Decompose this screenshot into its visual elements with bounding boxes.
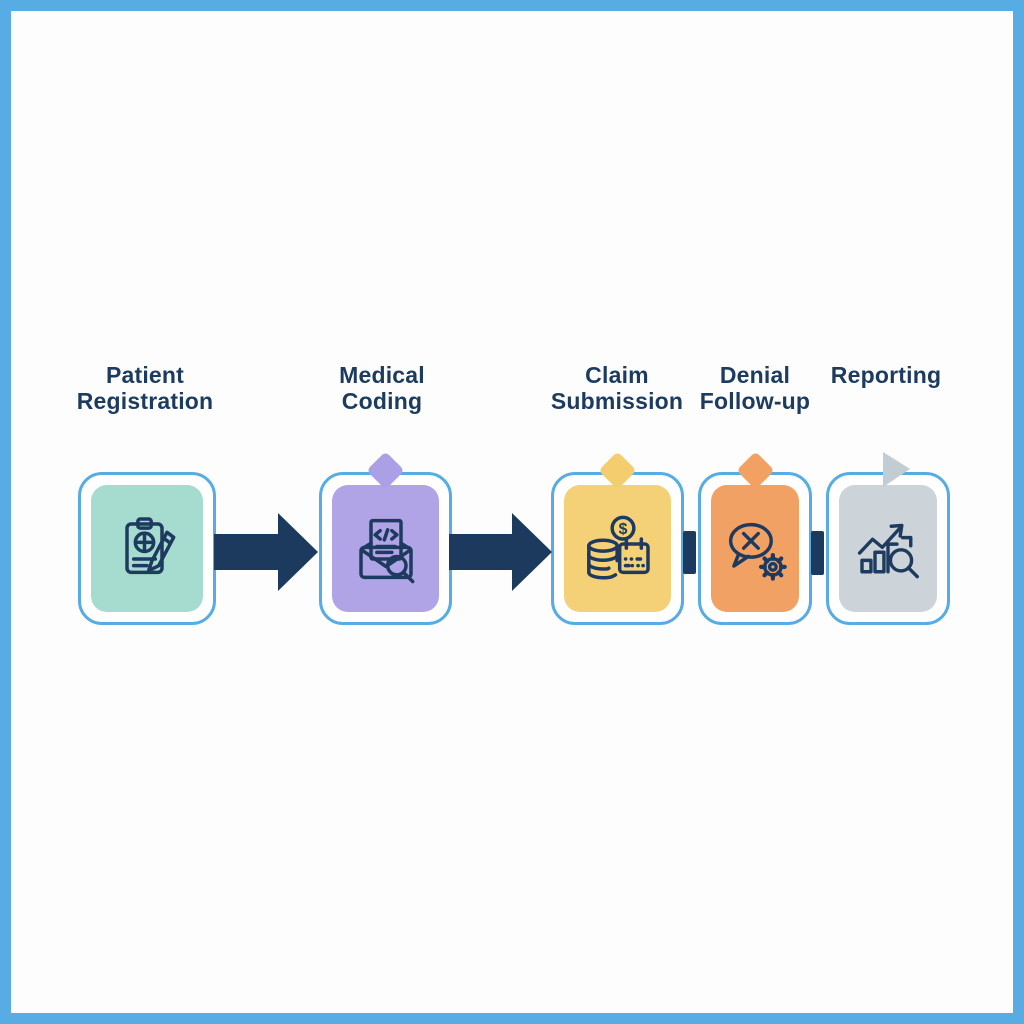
flow-arrow-1-icon	[214, 513, 318, 591]
label-line: Follow-up	[699, 388, 811, 414]
label-line: Patient	[105, 362, 185, 388]
stage-tile	[91, 485, 203, 612]
label-medical-coding: Medical Coding	[262, 362, 502, 414]
label-line: Coding	[341, 388, 423, 414]
label-line: Registration	[76, 388, 214, 414]
stage-tile	[332, 485, 439, 612]
stage-patient-registration	[78, 452, 216, 625]
stage-box	[319, 472, 452, 625]
envelope-code-magnifier-icon	[358, 518, 414, 583]
stage-box: $	[551, 472, 684, 625]
label-line: Medical	[339, 362, 425, 388]
clipboard-medical-pencil-icon	[125, 516, 176, 574]
flow-bar-connector-1	[683, 531, 696, 574]
stage-box	[78, 472, 216, 625]
stage-tile: $	[564, 485, 671, 612]
stage-tile	[711, 485, 799, 612]
chat-x-gear-icon	[728, 522, 787, 581]
label-line: Reporting	[830, 362, 942, 388]
stage-reporting	[826, 452, 950, 625]
chart-magnifier-icon	[857, 523, 919, 578]
label-denial-follow-up: Denial Follow-up	[635, 362, 875, 414]
label-line: Claim	[585, 362, 649, 388]
label-line: Denial	[719, 362, 791, 388]
stage-tile	[839, 485, 937, 612]
label-reporting: Reporting	[766, 362, 1006, 388]
label-claim-submission: Claim Submission	[497, 362, 737, 414]
triangle-marker	[883, 452, 910, 487]
dollar-sign: $	[618, 521, 627, 538]
label-patient-registration: Patient Registration	[25, 362, 265, 414]
coins-dollar-calendar-icon: $	[586, 515, 650, 579]
stage-claim-submission: $	[551, 451, 684, 625]
stage-box	[826, 472, 950, 625]
label-line: Submission	[550, 388, 684, 414]
flow-arrow-2-icon	[449, 513, 552, 591]
flow-bar-connector-2	[811, 531, 824, 575]
stage-medical-coding	[319, 451, 452, 625]
stage-box	[698, 472, 812, 625]
stage-denial-follow-up	[698, 451, 812, 625]
